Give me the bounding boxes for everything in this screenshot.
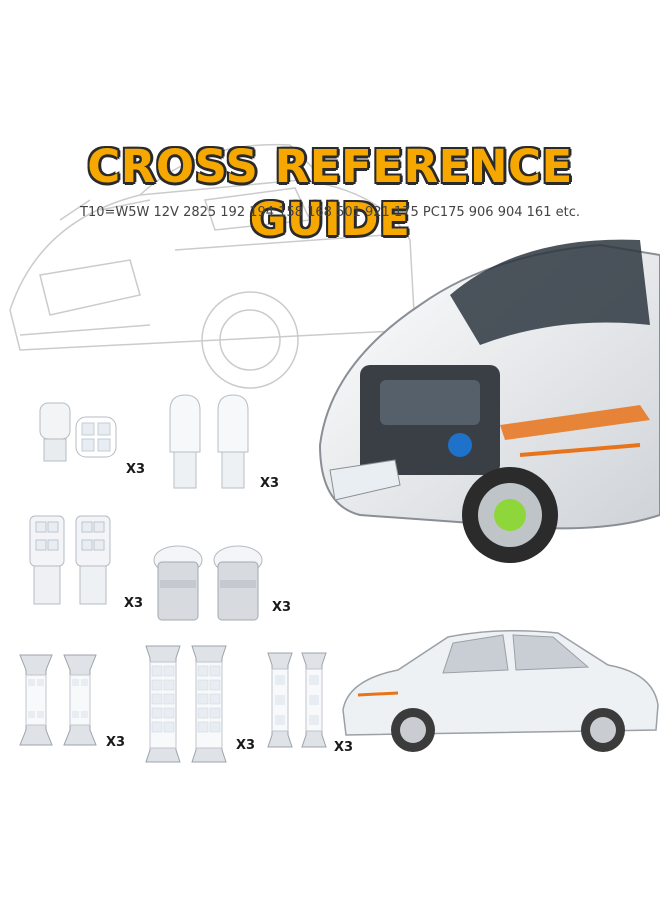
car-cutaway-interior — [342, 630, 659, 752]
quantity-label: X3 — [236, 738, 256, 753]
page-title: CROSS REFERENCE GUIDE — [87, 140, 573, 246]
quantity-label: X3 — [334, 740, 354, 755]
quantity-label: X3 — [106, 735, 126, 750]
quantity-label: X3 — [260, 476, 280, 491]
quantity-label: X3 — [124, 596, 144, 611]
t10-5smd-bulb-pair — [29, 515, 111, 605]
festoon-31mm-bulb-pair — [19, 654, 97, 746]
festoon-41mm-bulb-pair — [145, 645, 227, 763]
t10-silicone-bulb-pair — [169, 394, 249, 489]
t10-smd-bulb-pair — [39, 402, 117, 462]
quantity-label: X3 — [126, 462, 146, 477]
background-car-sketch — [9, 143, 416, 389]
ba15s-bulb-pair — [153, 545, 263, 621]
cross-reference-list: T10=W5W 12V 2825 192 194 158 168 501 921… — [80, 205, 580, 220]
quantity-label: X3 — [272, 600, 292, 615]
festoon-36mm-bulb-pair — [267, 652, 327, 748]
car-cutaway-engine — [318, 239, 660, 563]
